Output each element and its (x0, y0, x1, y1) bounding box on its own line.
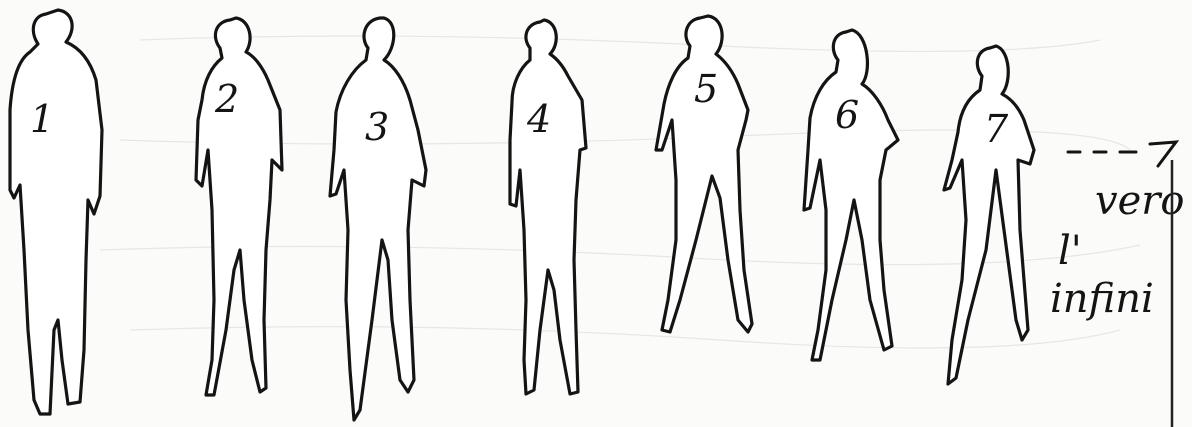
figure-3-number: 3 (365, 105, 389, 149)
figure-7-silhouette (944, 46, 1034, 384)
figure-2-silhouette (196, 18, 282, 395)
dashed-arrow-right-icon (1068, 142, 1176, 166)
figure-4-number: 4 (526, 97, 551, 141)
annotation-line-3: infini (1050, 276, 1154, 322)
figure-7-number: 7 (984, 107, 1009, 151)
figure-6: 6 (804, 30, 898, 360)
figure-7: 7 (944, 46, 1034, 384)
figure-3: 3 (330, 18, 426, 420)
figure-1-number: 1 (30, 97, 54, 141)
annotation-line-2: l' (1058, 228, 1082, 274)
figure-1-silhouette (10, 10, 102, 414)
figure-3-silhouette (330, 18, 426, 420)
figure-5: 5 (656, 16, 752, 332)
figure-1: 1 (10, 10, 102, 414)
figure-5-silhouette (656, 16, 752, 332)
figure-6-number: 6 (835, 93, 859, 137)
figure-6-silhouette (804, 30, 898, 360)
figure-4-silhouette (510, 20, 586, 394)
figure-2: 2 (196, 18, 282, 395)
figure-5-number: 5 (694, 67, 718, 111)
figure-2-number: 2 (214, 77, 239, 121)
figure-4: 4 (510, 20, 586, 394)
